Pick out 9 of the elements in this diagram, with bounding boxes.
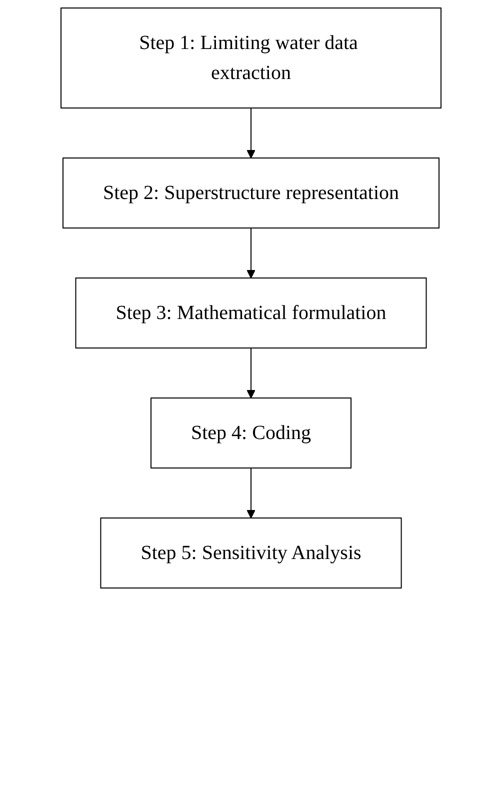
arrow	[246, 468, 256, 518]
node-box: Step 1: Limiting water data extraction	[60, 8, 442, 108]
node-box: Step 2: Superstructure representation	[62, 158, 440, 228]
arrow	[246, 228, 256, 278]
node-box: Step 5: Sensitivity Analysis	[100, 518, 402, 588]
node-box: Step 3: Mathematical formulation	[75, 278, 427, 348]
arrow	[246, 348, 256, 398]
node-box: Step 4: Coding	[150, 398, 352, 468]
arrow	[246, 108, 256, 158]
